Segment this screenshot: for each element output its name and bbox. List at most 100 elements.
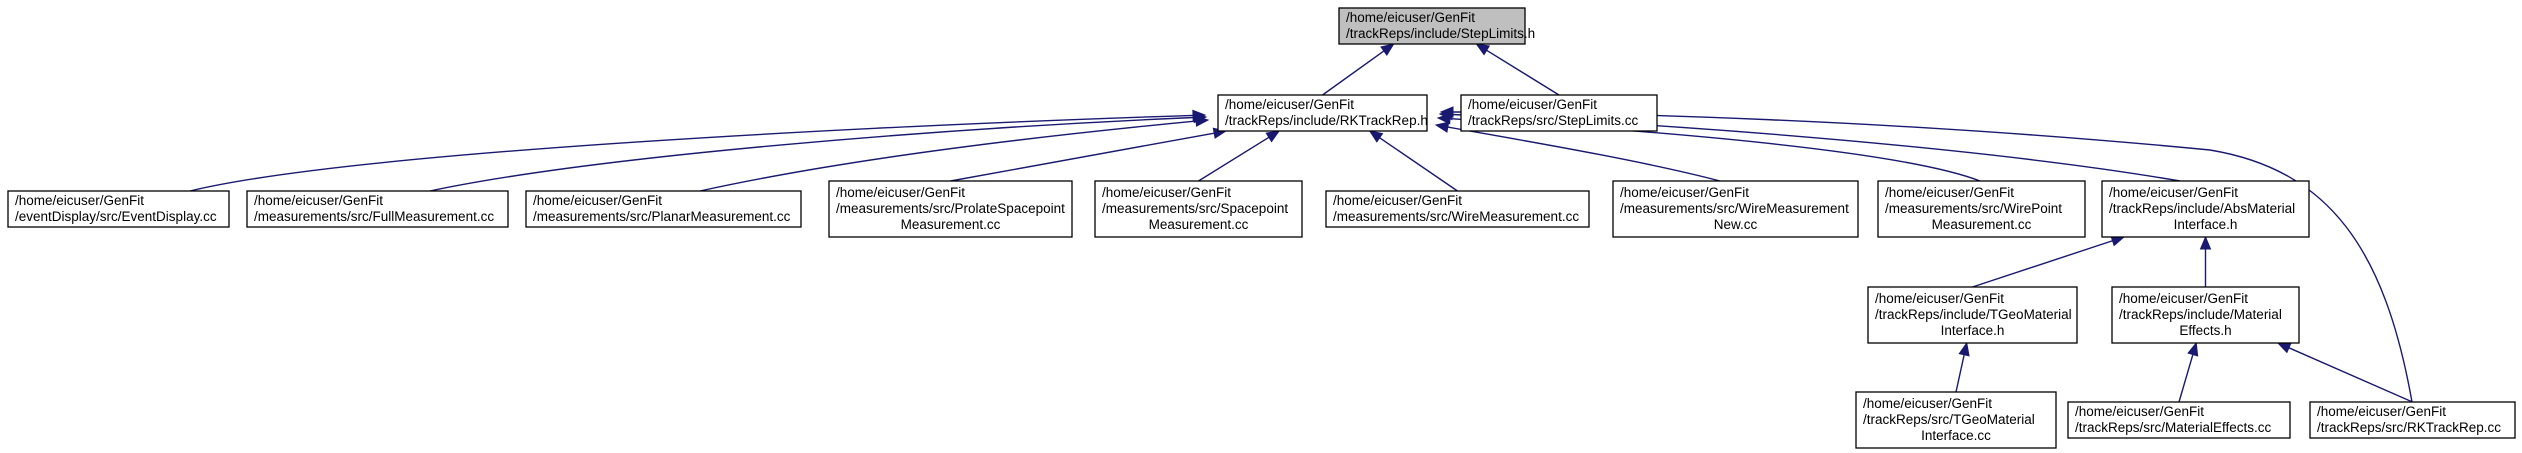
node-box xyxy=(7,190,230,228)
file-node[interactable]: /home/eicuser/GenFit/eventDisplay/src/Ev… xyxy=(7,190,230,228)
edge-line xyxy=(1486,49,1560,96)
dependency-edge xyxy=(1322,43,1395,96)
node-label-line: /trackReps/include/TGeoMaterial xyxy=(1875,307,2072,322)
node-label-line: /home/eicuser/GenFit xyxy=(2109,185,2238,200)
node-label-line: /measurements/src/Spacepoint xyxy=(1102,201,1288,216)
dependency-edge xyxy=(1955,341,1970,393)
node-label-line: /home/eicuser/GenFit xyxy=(1863,396,1992,411)
edge-line xyxy=(1972,240,2113,288)
edge-line xyxy=(2178,354,2194,403)
node-label-line: /home/eicuser/GenFit xyxy=(1885,185,2014,200)
node-label-line: /home/eicuser/GenFit xyxy=(2317,404,2446,419)
node-label-line: /home/eicuser/GenFit xyxy=(1225,97,1354,112)
node-box xyxy=(1867,286,2078,344)
edge-line xyxy=(1955,354,1965,393)
node-label-line: /home/eicuser/GenFit xyxy=(2075,404,2204,419)
file-node[interactable]: /home/eicuser/GenFit/measurements/src/Fu… xyxy=(246,190,509,228)
node-label-line: /home/eicuser/GenFit xyxy=(15,193,144,208)
node-box xyxy=(1877,180,2086,238)
dependency-edge xyxy=(1475,43,1560,96)
file-node[interactable]: /home/eicuser/GenFit/trackReps/include/A… xyxy=(2101,180,2310,238)
node-label-line: /home/eicuser/GenFit xyxy=(2119,291,2248,306)
edge-line xyxy=(1452,111,2413,403)
node-box xyxy=(1612,180,1859,238)
node-label-line: /eventDisplay/src/EventDisplay.cc xyxy=(15,209,217,224)
node-label-line: Interface.h xyxy=(1941,323,2005,338)
dependency-edge xyxy=(1972,235,2126,288)
node-label-line: Measurement.cc xyxy=(1932,217,2032,232)
node-box xyxy=(1855,391,2057,449)
node-label-line: /trackReps/include/Material xyxy=(2119,307,2282,322)
node-label-line: /home/eicuser/GenFit xyxy=(1346,10,1475,25)
node-label-line: /trackReps/src/TGeoMaterial xyxy=(1863,412,2035,427)
file-node[interactable]: /home/eicuser/GenFit/trackReps/include/T… xyxy=(1867,286,2078,344)
arrowhead-icon xyxy=(2187,341,2199,357)
file-node[interactable]: /home/eicuser/GenFit/measurements/src/Pl… xyxy=(525,190,802,228)
edge-line xyxy=(1379,137,1458,192)
arrowhead-icon xyxy=(1368,130,1384,143)
node-label-line: /trackReps/include/RKTrackRep.h xyxy=(1225,113,1428,128)
node-label-line: /home/eicuser/GenFit xyxy=(1620,185,1749,200)
node-label-line: /measurements/src/FullMeasurement.cc xyxy=(254,209,494,224)
node-box xyxy=(1338,7,1526,45)
file-node[interactable]: /home/eicuser/GenFit/measurements/src/Pr… xyxy=(828,180,1073,238)
file-node[interactable]: /home/eicuser/GenFit/trackReps/include/R… xyxy=(1217,94,1428,132)
node-label-line: /measurements/src/ProlateSpacepoint xyxy=(836,201,1065,216)
dependency-edge xyxy=(189,109,1207,192)
arrowhead-icon xyxy=(1380,43,1395,56)
edge-line xyxy=(429,116,1195,192)
file-node[interactable]: /home/eicuser/GenFit/measurements/src/Wi… xyxy=(1612,180,1859,238)
edge-line xyxy=(2288,347,2413,403)
node-label-line: /home/eicuser/GenFit xyxy=(533,193,662,208)
node-label-line: /home/eicuser/GenFit xyxy=(1333,193,1462,208)
node-label-line: /trackReps/include/AbsMaterial xyxy=(2109,201,2295,216)
file-node[interactable]: /home/eicuser/GenFit/trackReps/src/TGeoM… xyxy=(1855,391,2057,449)
node-label-line: /home/eicuser/GenFit xyxy=(836,185,965,200)
file-node[interactable]: /home/eicuser/GenFit/trackReps/src/StepL… xyxy=(1460,94,1658,132)
dependency-edge xyxy=(2276,342,2413,403)
node-label-line: Measurement.cc xyxy=(1149,217,1249,232)
node-box xyxy=(2067,401,2291,439)
arrowhead-icon xyxy=(1958,341,1970,357)
node-box xyxy=(1094,180,1303,238)
node-box xyxy=(2309,401,2516,439)
dependency-edge xyxy=(1439,106,2413,403)
node-label-line: /measurements/src/WireMeasurement.cc xyxy=(1333,209,1579,224)
dependency-edge xyxy=(1198,130,1281,182)
node-box xyxy=(2111,286,2300,344)
file-node[interactable]: /home/eicuser/GenFit/measurements/src/Wi… xyxy=(1877,180,2086,238)
arrowhead-icon xyxy=(1475,43,1491,56)
node-label-line: /home/eicuser/GenFit xyxy=(254,193,383,208)
edge-line xyxy=(950,132,1215,182)
dependency-edge xyxy=(1368,130,1458,192)
node-box xyxy=(525,190,802,228)
file-node[interactable]: /home/eicuser/GenFit/measurements/src/Wi… xyxy=(1325,190,1590,228)
edge-line xyxy=(699,120,1197,192)
root-file-node: /home/eicuser/GenFit/trackReps/include/S… xyxy=(1338,7,1535,45)
dependency-edge xyxy=(2199,235,2212,287)
node-box xyxy=(1325,190,1590,228)
file-node[interactable]: /home/eicuser/GenFit/measurements/src/Sp… xyxy=(1094,180,1303,238)
dependency-edge xyxy=(429,111,1208,192)
edge-line xyxy=(1198,136,1270,182)
arrowhead-icon xyxy=(2199,235,2212,250)
file-node[interactable]: /home/eicuser/GenFit/trackReps/src/Mater… xyxy=(2067,401,2291,439)
file-node[interactable]: /home/eicuser/GenFit/trackReps/src/RKTra… xyxy=(2309,401,2516,439)
arrowhead-icon xyxy=(1195,115,1210,127)
node-label-line: /measurements/src/WireMeasurement xyxy=(1620,201,1849,216)
file-node[interactable]: /home/eicuser/GenFit/trackReps/include/M… xyxy=(2111,286,2300,344)
node-box xyxy=(828,180,1073,238)
node-label-line: Effects.h xyxy=(2179,323,2231,338)
dependency-edge xyxy=(950,127,1228,182)
edge-line xyxy=(189,114,1194,192)
node-label-line: /measurements/src/WirePoint xyxy=(1885,201,2062,216)
node-label-line: /measurements/src/PlanarMeasurement.cc xyxy=(533,209,791,224)
node-label-line: Interface.cc xyxy=(1921,428,1991,443)
node-box xyxy=(1217,94,1428,132)
dependency-edge xyxy=(2178,341,2199,403)
node-box xyxy=(2101,180,2310,238)
node-label-line: /home/eicuser/GenFit xyxy=(1875,291,2004,306)
node-label-line: Measurement.cc xyxy=(901,217,1001,232)
node-label-line: /trackReps/src/RKTrackRep.cc xyxy=(2317,420,2501,435)
